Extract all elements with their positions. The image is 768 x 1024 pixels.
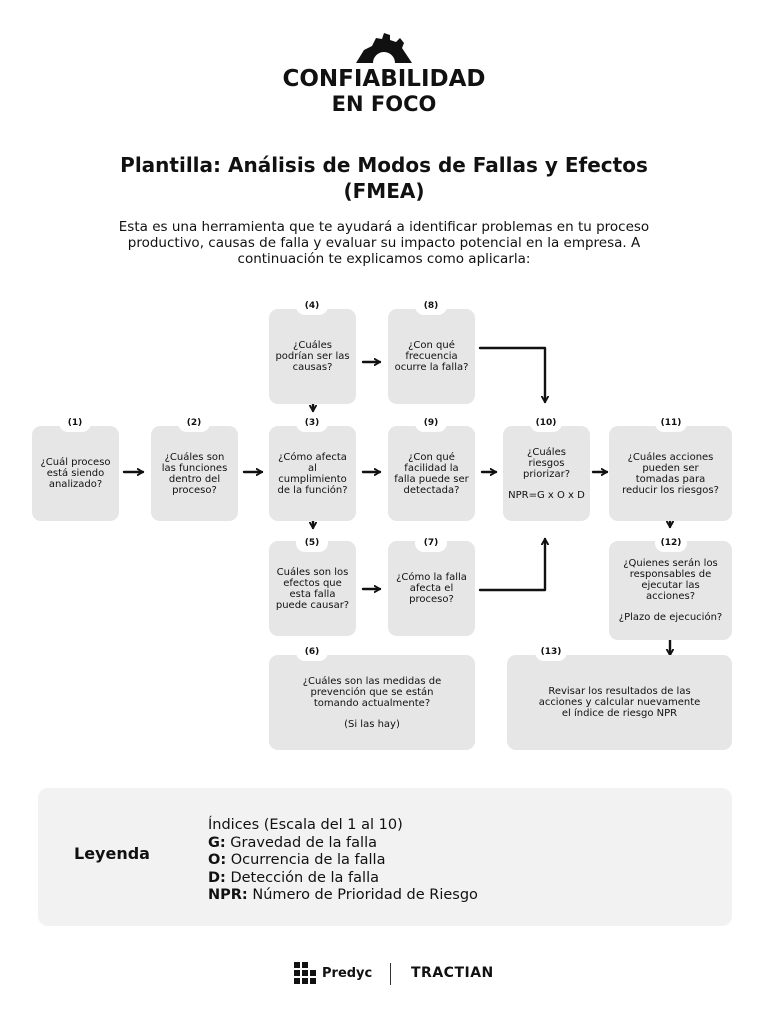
step-box-11: ¿Cuáles acciones pueden ser tomadas para… xyxy=(609,426,732,521)
step-number: (13) xyxy=(535,643,567,661)
step-text: ¿Quienes serán los responsables de ejecu… xyxy=(623,558,718,602)
arrow-7-10 xyxy=(478,537,545,592)
tractian-logo: TRACTIAN xyxy=(411,965,494,981)
step-box-6: ¿Cuáles son las medidas de prevención qu… xyxy=(269,655,475,750)
step-number: (10) xyxy=(530,414,562,432)
legend-item: G: Gravedad de la falla xyxy=(208,835,478,853)
step-subtext: ¿Plazo de ejecución? xyxy=(618,612,723,623)
step-number: (9) xyxy=(415,414,447,432)
step-text: ¿Cuáles son las funciones dentro del pro… xyxy=(161,451,228,496)
step-number: (2) xyxy=(178,414,210,432)
step-number: (12) xyxy=(655,534,687,552)
legend-heading: Índices (Escala del 1 al 10) xyxy=(208,817,403,833)
step-box-4: ¿Cuáles podrían ser las causas? xyxy=(269,309,356,404)
gear-icon xyxy=(356,33,412,63)
step-box-8: ¿Con qué frecuencia ocurre la falla? xyxy=(388,309,475,404)
legend-key: G: xyxy=(208,834,226,851)
step-box-12: ¿Quienes serán los responsables de ejecu… xyxy=(609,541,732,640)
legend-key: D: xyxy=(208,869,226,886)
step-box-3: ¿Cómo afecta al cumplimiento de la funci… xyxy=(269,426,356,521)
predyc-grid-icon xyxy=(294,962,316,984)
legend-item: D: Detección de la falla xyxy=(208,870,478,888)
step-number: (6) xyxy=(296,643,328,661)
npr-formula: NPR=G x O x D xyxy=(508,489,585,501)
intro-text: Esta es una herramienta que te ayudará a… xyxy=(118,219,650,267)
step-text: Revisar los resultados de las acciones y… xyxy=(538,686,701,719)
step-text: ¿Con qué facilidad la falla puede ser de… xyxy=(394,451,469,496)
legend-item: O: Ocurrencia de la falla xyxy=(208,852,478,870)
legend-title: Leyenda xyxy=(74,844,150,863)
legend-list: Índices (Escala del 1 al 10) G: Gravedad… xyxy=(208,817,478,905)
legend-desc: Ocurrencia de la falla xyxy=(226,852,386,868)
step-number: (4) xyxy=(296,297,328,315)
logo: CONFIABILIDAD EN FOCO xyxy=(0,30,768,116)
step-text: ¿Cuáles riesgos priorizar? xyxy=(522,446,571,480)
legend-item: NPR: Número de Prioridad de Riesgo xyxy=(208,887,478,905)
footer: Predyc TRACTIAN xyxy=(0,962,768,986)
step-box-2: ¿Cuáles son las funciones dentro del pro… xyxy=(151,426,238,521)
step-text: Cuáles son los efectos que esta falla pu… xyxy=(275,566,350,611)
step-text: ¿Cuáles son las medidas de prevención qu… xyxy=(302,675,442,709)
legend-desc: Gravedad de la falla xyxy=(225,834,377,851)
page-title: Plantilla: Análisis de Modos de Fallas y… xyxy=(120,153,648,203)
predyc-logo: Predyc xyxy=(294,962,372,984)
step-number: (1) xyxy=(59,414,91,432)
footer-divider xyxy=(390,963,391,985)
step-number: (11) xyxy=(655,414,687,432)
legend-panel: Leyenda Índices (Escala del 1 al 10) G: … xyxy=(38,788,732,926)
step-number: (3) xyxy=(296,414,328,432)
predyc-label: Predyc xyxy=(322,965,373,981)
step-subtext: (Si las hay) xyxy=(344,718,400,730)
arrow-8-10 xyxy=(478,346,545,404)
step-number: (7) xyxy=(415,534,447,552)
step-box-9: ¿Con qué facilidad la falla puede ser de… xyxy=(388,426,475,521)
step-text: ¿Cómo afecta al cumplimiento de la funci… xyxy=(277,451,348,496)
step-text: ¿Cuál proceso está siendo analizado? xyxy=(40,457,111,490)
step-box-7: ¿Cómo la falla afecta el proceso? xyxy=(388,541,475,636)
legend-desc: Número de Prioridad de Riesgo xyxy=(247,887,478,903)
step-box-13: Revisar los resultados de las acciones y… xyxy=(507,655,732,750)
logo-line-2: EN FOCO xyxy=(331,92,437,116)
step-text: ¿Con qué frecuencia ocurre la falla? xyxy=(394,340,469,373)
logo-line-1: CONFIABILIDAD xyxy=(282,66,486,92)
step-text: ¿Cuáles podrían ser las causas? xyxy=(275,340,350,373)
legend-key: O: xyxy=(208,852,227,868)
step-number: (8) xyxy=(415,297,447,315)
step-text: ¿Cuáles acciones pueden ser tomadas para… xyxy=(622,451,719,496)
step-number: (5) xyxy=(296,534,328,552)
step-box-1: ¿Cuál proceso está siendo analizado? xyxy=(32,426,119,521)
step-box-5: Cuáles son los efectos que esta falla pu… xyxy=(269,541,356,636)
step-text: ¿Cómo la falla afecta el proceso? xyxy=(396,572,467,605)
legend-key: NPR: xyxy=(208,887,248,903)
step-box-10: ¿Cuáles riesgos priorizar? NPR=G x O x D xyxy=(503,426,590,521)
legend-desc: Detección de la falla xyxy=(225,869,379,886)
